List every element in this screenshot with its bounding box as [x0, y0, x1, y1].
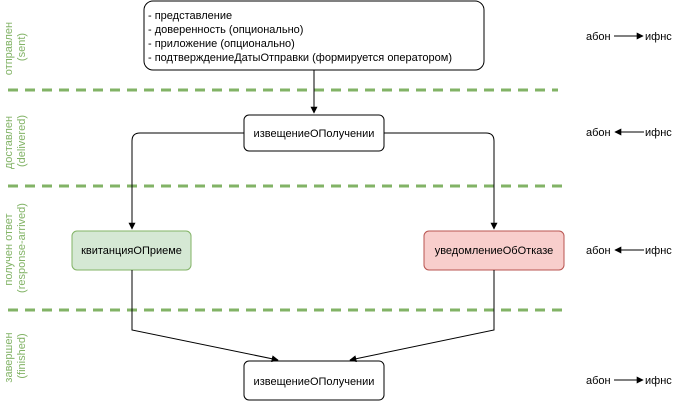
node-acceptance-receipt: квитанцияОПриеме	[71, 230, 192, 271]
svg-text:уведомлениеОбОтказе: уведомлениеОбОтказе	[435, 245, 554, 257]
connector-refusal-to-final	[349, 270, 495, 363]
node-refusal-notification: уведомлениеОбОтказе	[423, 230, 565, 271]
svg-text:извещениеОПолучении: извещениеОПолучении	[254, 376, 375, 388]
svg-text:ифнс: ифнс	[645, 245, 672, 257]
direction-indicator-finished: абон ифнс	[586, 375, 672, 387]
stage-label-sent: отправлен (sent)	[3, 19, 28, 75]
svg-text:извещениеОПолучении: извещениеОПолучении	[254, 128, 375, 140]
stage-label-finished: завершен (finished)	[3, 329, 28, 382]
svg-text:ифнс: ифнс	[645, 375, 672, 387]
stage-label-response-arrived: получен ответ (response-arrived)	[3, 203, 28, 293]
connector-notice-to-receipt	[128, 132, 244, 230]
direction-indicator-sent: абон ифнс	[586, 31, 672, 43]
svg-text:ифнс: ифнс	[645, 31, 672, 43]
direction-indicator-delivered: абон ифнс	[586, 127, 672, 139]
svg-text:абон: абон	[586, 245, 611, 257]
sent-documents-line: - доверенность (опционально)	[148, 24, 303, 36]
sent-documents-line: - приложение (опционально)	[148, 38, 295, 50]
svg-text:абон: абон	[586, 127, 611, 139]
connector-notice-to-refusal	[384, 132, 498, 230]
svg-text:- представление - довере: - представление - доверенность (опционал…	[148, 10, 452, 64]
svg-text:абон: абон	[586, 375, 611, 387]
svg-text:ифнс: ифнс	[645, 127, 672, 139]
sent-documents-line: - подтверждениеДатыОтправки (формируется…	[148, 52, 452, 64]
direction-indicator-response-arrived: абон ифнс	[586, 245, 672, 257]
sent-documents-line: - представление	[148, 10, 232, 22]
stage-label-delivered: доставлен (delivered)	[3, 113, 28, 169]
connector-receipt-to-final	[131, 270, 279, 363]
node-delivery-notice: извещениеОПолучении	[243, 114, 385, 152]
svg-text:абон: абон	[586, 31, 611, 43]
sent-documents-box: - представление - доверенность (опционал…	[143, 0, 485, 71]
svg-text:квитанцияОПриеме: квитанцияОПриеме	[81, 245, 182, 257]
node-final-notice: извещениеОПолучении	[243, 360, 385, 401]
